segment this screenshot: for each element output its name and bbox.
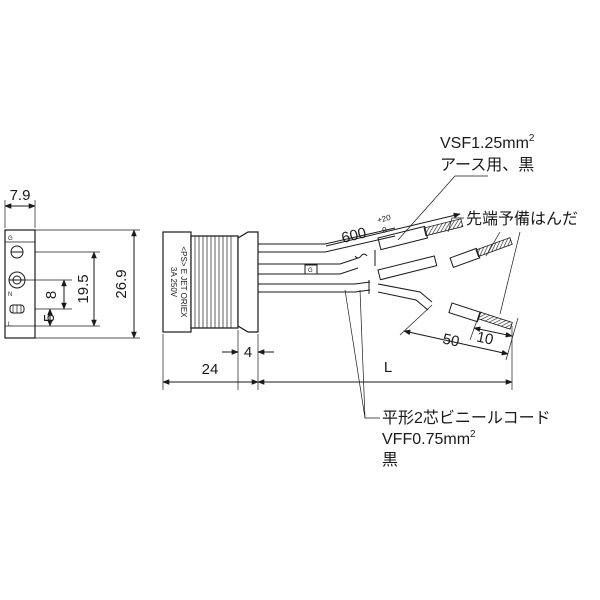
cord-tip-lower — [477, 311, 513, 330]
cord-spec-label: VFF0.75mm2 — [382, 429, 476, 448]
ground-wire-tag-label: G — [308, 268, 313, 274]
dim-strip-length: 50 — [441, 331, 461, 351]
dim-cable-tol-lower: 0 — [381, 225, 388, 235]
cord-tip-upper — [475, 237, 513, 258]
dim-height-total: 26.9 — [113, 269, 130, 298]
dim-strip-tip: 10 — [475, 329, 495, 349]
terminal-mark-g: G — [8, 236, 13, 242]
dim-cable-length: 600 — [340, 224, 368, 247]
cord-color-label: 黒 — [382, 452, 398, 469]
ground-wire-spec-label: VSF1.25mm2 — [440, 133, 535, 152]
dim-pitch-inner: 8 — [43, 291, 60, 299]
ground-wire-tip — [423, 218, 464, 237]
terminal-mark-n: N — [8, 292, 12, 298]
dim-offset-bottom: 5 — [41, 314, 58, 322]
dim-pitch-outer: 19.5 — [75, 274, 92, 303]
cables: G — [258, 218, 513, 330]
cord-name-label: 平形2芯ビニールコード — [382, 409, 551, 427]
connector-flange — [237, 231, 259, 333]
face-label-brand: <PS> E JET ORIEX — [179, 247, 188, 319]
dim-total-length: L — [384, 359, 392, 376]
connector-ribs — [194, 236, 232, 328]
side-view: G N L 7.9 5 8 19.5 26.9 — [4, 187, 140, 339]
terminal-mark-l: L — [8, 322, 12, 328]
labels: VSF1.25mm2 アース用、黒 先端予備はんだ 平形2芯ビニールコード VF… — [344, 133, 578, 469]
lower-dimensions: 24 4 L 50 10 600 +20 0 — [162, 212, 519, 390]
face-label-rating: 3A 250V — [169, 267, 178, 298]
dim-body-length: 24 — [202, 361, 219, 378]
dim-flange: 4 — [244, 344, 252, 361]
ground-wire-tag — [304, 264, 318, 275]
ground-wire-name-label: アース用、黒 — [440, 157, 534, 174]
dim-width-left: 7.9 — [10, 187, 31, 204]
connector-body: <PS> E JET ORIEX 3A 250V — [162, 231, 259, 333]
dim-cable-tol-upper: +20 — [376, 213, 392, 225]
tip-note-label: 先端予備はんだ — [466, 210, 578, 228]
